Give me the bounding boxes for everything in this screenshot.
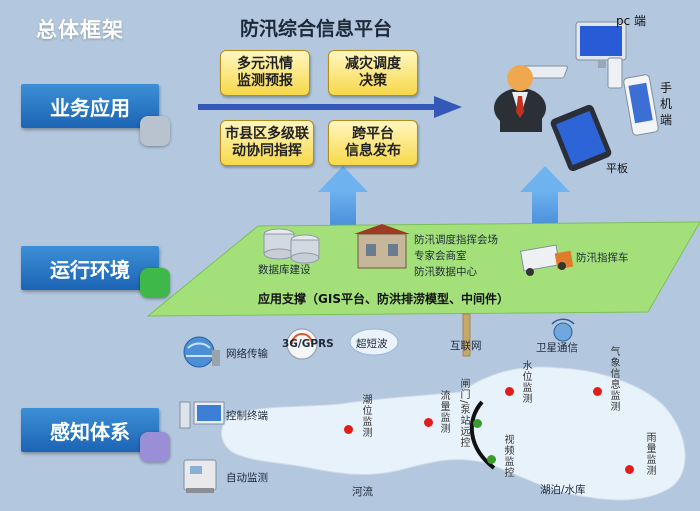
app-monitor-box[interactable]: 多元汛情 监测预报 — [220, 50, 310, 96]
hand-pointer-icon — [140, 116, 170, 146]
layer-perception-label: 感知体系 — [50, 419, 130, 444]
user-icon — [494, 65, 546, 132]
satellite-icon — [551, 318, 575, 342]
satellite-label: 卫星通信 — [536, 342, 578, 354]
hand-pointer-icon — [140, 432, 170, 462]
station-gate[interactable] — [473, 419, 482, 428]
water-level-label: 水位监测 — [520, 360, 531, 404]
building-icon — [354, 224, 410, 269]
station-rain[interactable] — [625, 465, 634, 474]
network-globe-icon — [183, 336, 220, 368]
shortwave-label: 超短波 — [356, 338, 388, 350]
page-title: 总体框架 — [36, 18, 124, 42]
station-weather[interactable] — [593, 387, 602, 396]
tablet-icon — [550, 104, 612, 172]
water-body — [221, 366, 686, 501]
mobile-label: 手机端 — [660, 81, 673, 127]
platform-title: 防汛综合信息平台 — [240, 18, 393, 40]
pc-label: pc 端 — [616, 14, 647, 28]
network-transmission-label: 网络传输 — [226, 348, 268, 360]
layer-runtime-label: 运行环境 — [50, 257, 130, 282]
gprs-label: 3G/GPRS — [282, 338, 334, 350]
shortwave-icon — [349, 328, 399, 356]
phone-icon — [623, 74, 659, 136]
app-publish-box[interactable]: 跨平台 信息发布 — [328, 120, 418, 166]
layer-business[interactable]: 业务应用 — [21, 84, 159, 128]
station-water-level[interactable] — [505, 387, 514, 396]
station-flow[interactable] — [424, 418, 433, 427]
auto-monitor-label: 自动监测 — [226, 472, 268, 484]
venue-datacenter-label: 防汛数据中心 — [414, 266, 477, 278]
venue-expert-label: 专家会商室 — [414, 250, 467, 262]
video-monitor-label: 视频监控 — [502, 434, 513, 478]
auto-monitor-icon — [183, 459, 217, 493]
station-tide-level[interactable] — [344, 425, 353, 434]
database-icon — [263, 228, 320, 264]
pc-icon — [511, 21, 627, 89]
gate-control-label: 闸门/泵站远控 — [458, 378, 469, 449]
tide-level-label: 潮位监测 — [360, 394, 371, 438]
tablet-label: 平板 — [606, 162, 628, 175]
layer-perception[interactable]: 感知体系 — [21, 408, 159, 452]
app-coordination-box[interactable]: 市县区多级联 动协同指挥 — [220, 120, 314, 166]
venue-command-label: 防汛调度指挥会场 — [414, 234, 498, 246]
internet-link — [462, 313, 471, 357]
gate-barrier — [469, 400, 496, 470]
lake-label: 湖泊/水库 — [540, 484, 586, 496]
internet-label: 互联网 — [450, 340, 482, 352]
station-video[interactable] — [487, 455, 496, 464]
support-label: 应用支撑（GIS平台、防洪排涝模型、中间件） — [258, 292, 509, 306]
control-terminal-icon — [179, 401, 225, 429]
truck-icon — [519, 244, 574, 276]
vehicle-label: 防汛指挥车 — [576, 252, 629, 264]
river-label: 河流 — [352, 486, 373, 498]
flow-monitor-label: 流量监测 — [438, 390, 449, 434]
rain-monitor-label: 雨量监测 — [644, 432, 655, 476]
layer-runtime[interactable]: 运行环境 — [21, 246, 159, 290]
hand-pointer-icon — [140, 268, 170, 298]
app-decision-box[interactable]: 减灾调度 决策 — [328, 50, 418, 96]
weather-monitor-label: 气象信息监测 — [608, 346, 619, 412]
flow-arrow-horizontal — [198, 96, 462, 118]
control-terminal-label: 控制终端 — [226, 410, 268, 422]
gprs-icon — [286, 328, 318, 360]
layer-business-label: 业务应用 — [50, 95, 130, 120]
database-label: 数据库建设 — [258, 264, 311, 276]
